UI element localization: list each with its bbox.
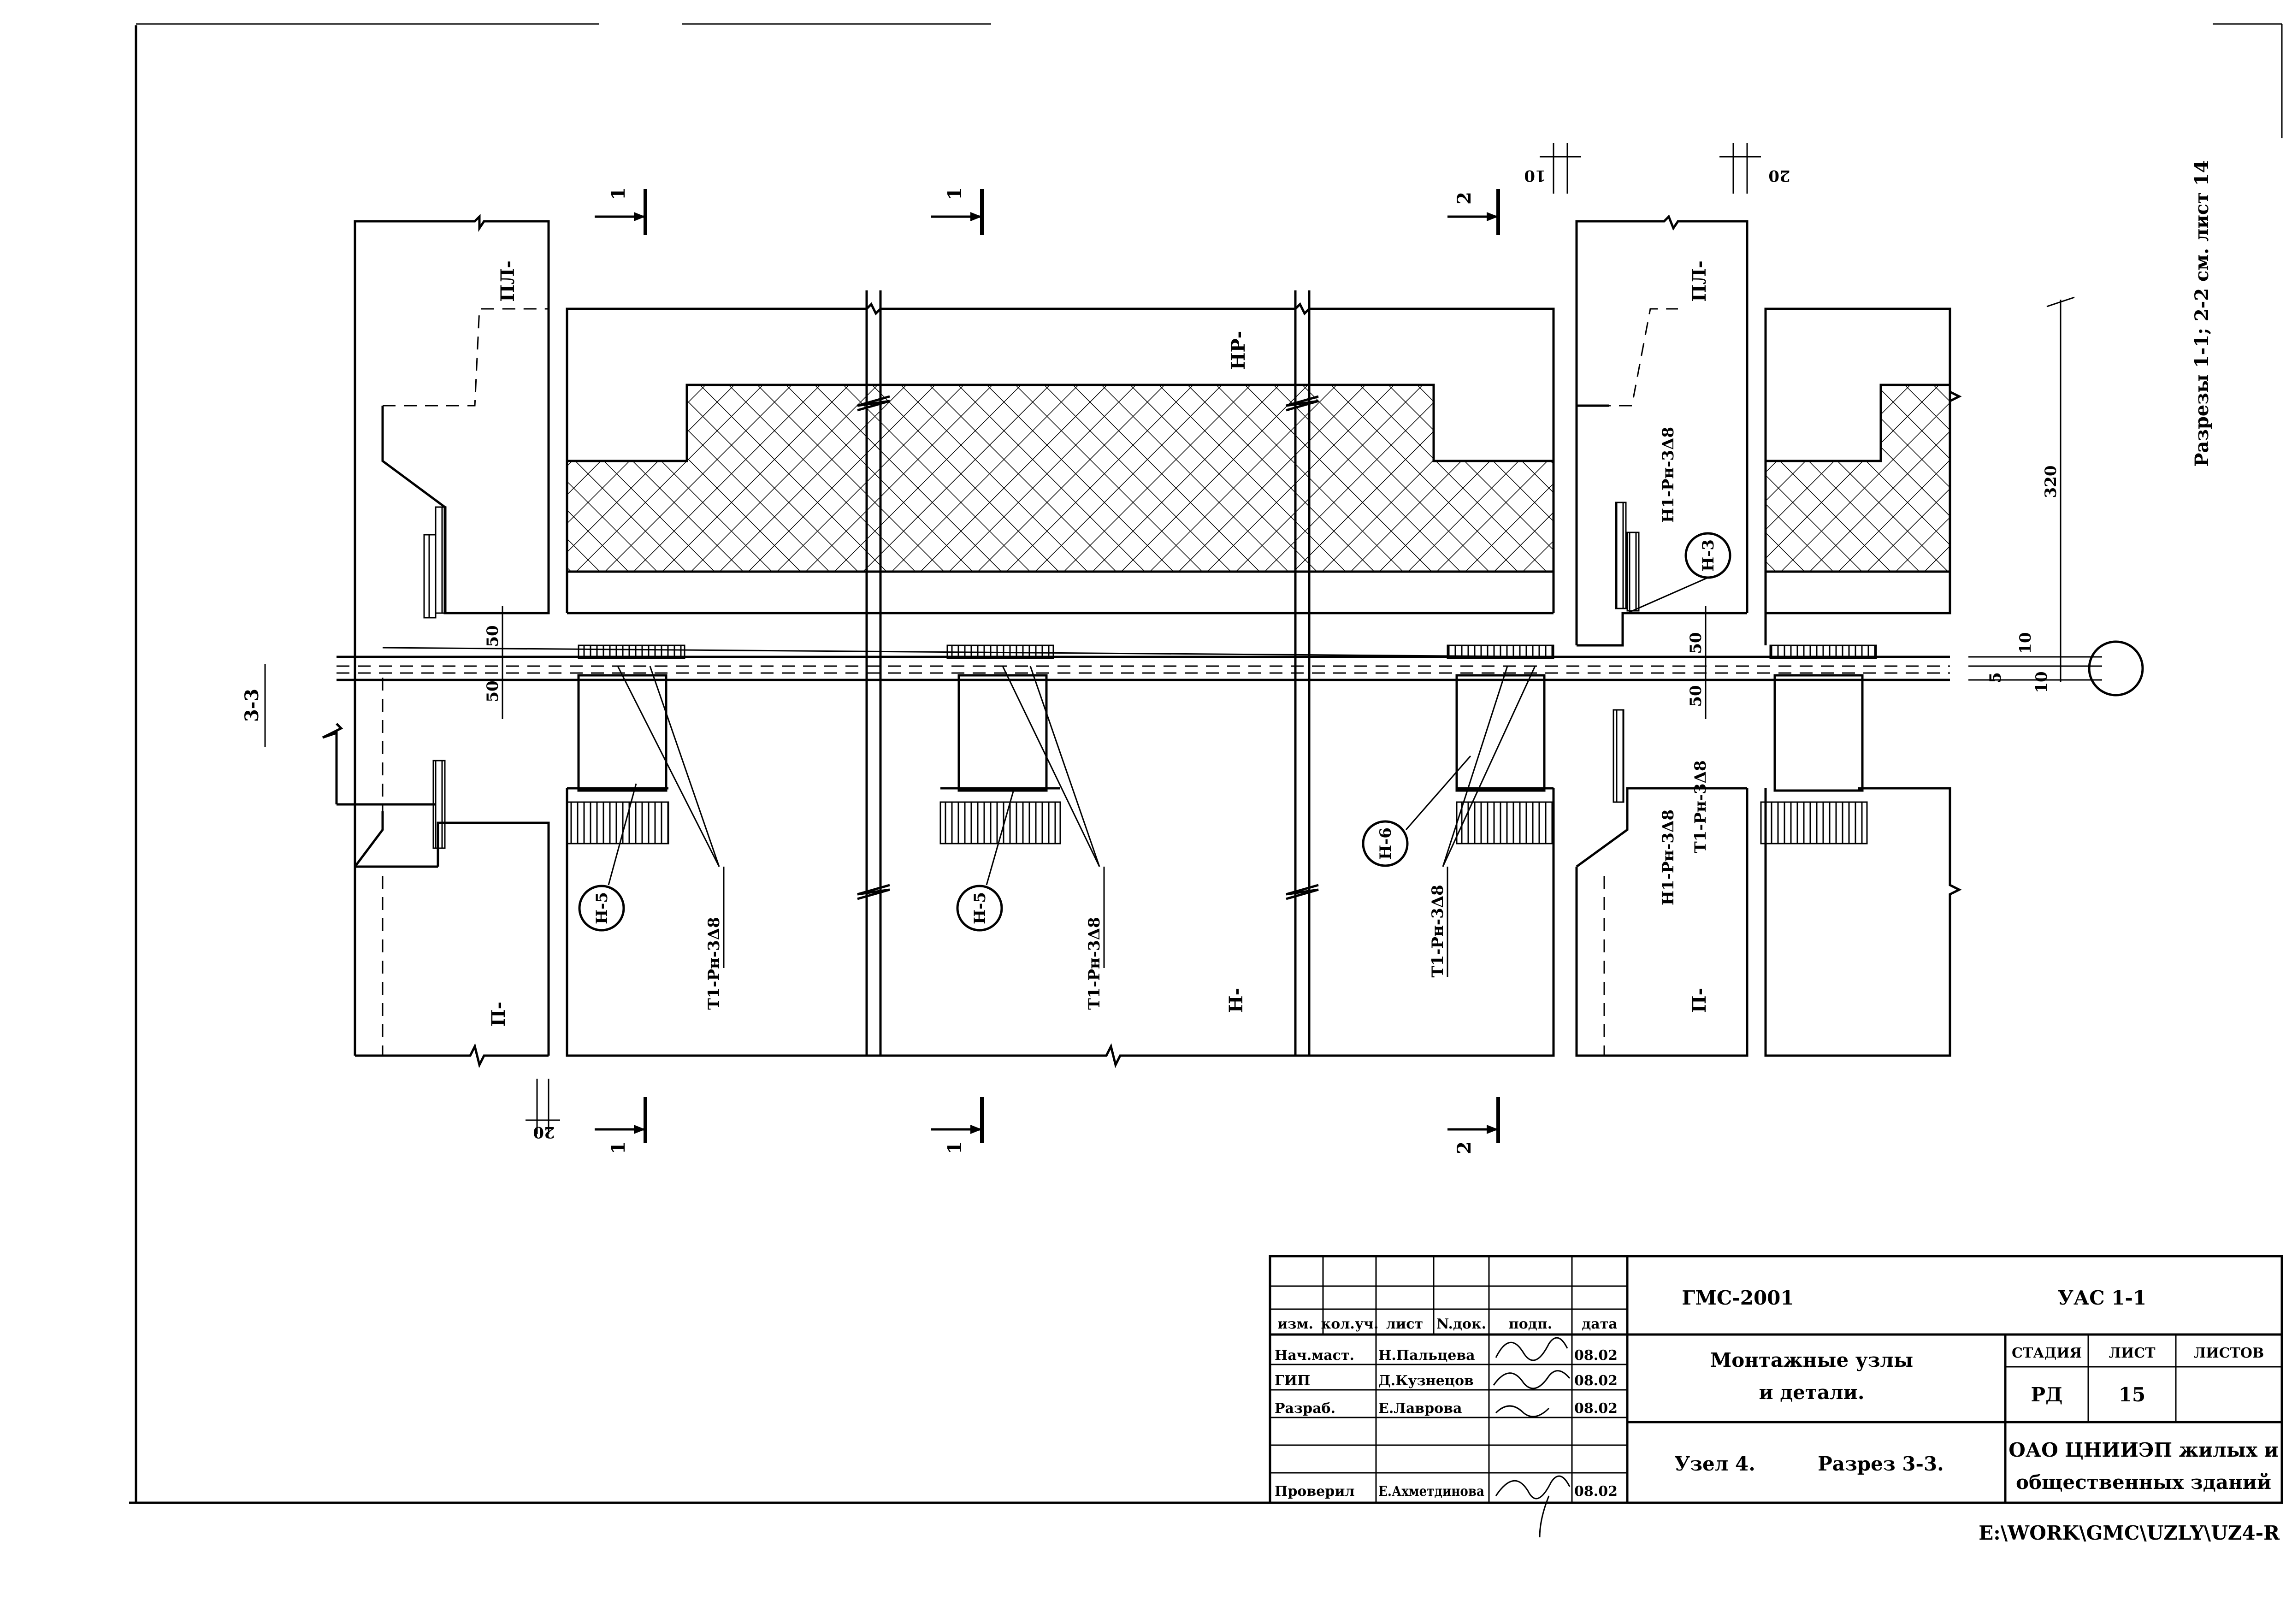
name-row-4: Е.Ахметдинова: [1378, 1483, 1484, 1500]
weld-labels: Т1-Рн-3Δ8 Т1-Рн-3Δ8 Т1-Рн-3Δ8 Т1-Рн-3Δ8 …: [705, 427, 1710, 1010]
signature-marks: [1493, 1337, 1571, 1538]
cut-mark-1-bottom-b: 1: [944, 1141, 966, 1154]
label-pl-right: ПЛ-: [1689, 260, 1710, 302]
dim-20-top: 20: [1768, 166, 1790, 185]
project-code: ГМС-2001: [1682, 1287, 1794, 1309]
cut-marks: 1 1 2 1 1 2: [595, 187, 1500, 1154]
dim-50-d: 50: [1687, 685, 1705, 707]
side-note: Разрезы 1-1; 2-2 см. лист 14: [2191, 160, 2213, 467]
org-line-1: ОАО ЦНИИЭП жилых и: [2008, 1439, 2278, 1461]
sheet-frame: [129, 23, 2283, 1504]
header-kol-uch: кол.уч.: [1321, 1316, 1379, 1332]
weld-label-t1-a: Т1-Рн-3Δ8: [705, 917, 723, 1010]
header-izm: изм.: [1277, 1316, 1313, 1332]
name-row-3: Е.Лаврова: [1378, 1400, 1462, 1417]
callout-h5-a: Н-5: [593, 892, 611, 924]
column-lines: [857, 290, 1319, 1056]
role-row-3: Разраб.: [1275, 1400, 1335, 1417]
doc-code: УАС 1-1: [2058, 1287, 2146, 1309]
stage-header: СТАДИЯ: [2012, 1345, 2082, 1361]
weld-label-t1-b: Т1-Рн-3Δ8: [1085, 917, 1104, 1010]
title-line-1: Монтажные узлы: [1710, 1349, 1914, 1371]
file-path: E:\WORK\GMC\UZLY\UZ4-R: [1979, 1522, 2280, 1544]
header-list: лист: [1386, 1316, 1423, 1332]
label-hr: НР-: [1228, 331, 1249, 370]
cut-mark-1-top-a: 1: [608, 187, 629, 200]
panel-labels: ПЛ- ПЛ- НР- П- П- Н-: [488, 260, 1710, 1027]
weld-label-t1-c: Т1-Рн-3Δ8: [1429, 885, 1447, 977]
embedded-plates: [566, 644, 1877, 844]
stage-value: РД: [2031, 1383, 2063, 1406]
callout-h6: Н-6: [1376, 827, 1395, 860]
sheet-header: ЛИСТ: [2109, 1345, 2156, 1361]
callouts: Н-5 Н-5 Н-6 Н-3: [578, 532, 2144, 932]
role-row-4: Проверил: [1275, 1483, 1355, 1500]
label-n-mid: Н-: [1225, 988, 1247, 1013]
header-n-dok: N.док.: [1436, 1316, 1486, 1332]
dim-50-b: 50: [484, 680, 502, 702]
name-row-1: Н.Пальцева: [1378, 1347, 1475, 1364]
subtitle-node: Узел 4.: [1674, 1453, 1755, 1475]
header-podp: подп.: [1509, 1316, 1552, 1332]
dim-20-bottom: 20: [533, 1123, 555, 1141]
org-line-2: общественных зданий: [2016, 1471, 2271, 1494]
dimensions: 50 50 50 50 320 10 10 5 10 20 20: [484, 143, 2102, 1141]
dim-50-c: 50: [1687, 632, 1705, 654]
subtitle-section: Разрез 3-3.: [1818, 1453, 1944, 1475]
role-row-1: Нач.маст.: [1275, 1347, 1354, 1364]
date-row-4: 08.02: [1574, 1483, 1618, 1500]
cut-mark-2-bottom: 2: [1453, 1141, 1475, 1154]
date-row-2: 08.02: [1574, 1373, 1618, 1389]
dim-5: 5: [1986, 672, 2005, 683]
header-data: дата: [1582, 1316, 1617, 1332]
weld-label-t1-d: Т1-Рн-3Δ8: [1691, 760, 1710, 853]
right-wall-panel: [1575, 214, 1962, 1057]
section-mark: 3-3: [241, 689, 263, 722]
callout-h5-b: Н-5: [971, 892, 989, 924]
left-wall-panel: [322, 213, 550, 1069]
weld-label-h1-b: Н1-Рн-3Δ8: [1659, 809, 1678, 905]
dim-10-b: 10: [2032, 671, 2051, 693]
inner-slab: [566, 302, 1555, 1069]
dim-10-a: 10: [2016, 632, 2035, 654]
title-line-2: и детали.: [1759, 1381, 1864, 1404]
label-p-left: П-: [488, 1002, 509, 1027]
cut-mark-1-bottom-a: 1: [608, 1141, 629, 1154]
callout-h3: Н-3: [1699, 539, 1718, 572]
cut-mark-2-top: 2: [1453, 192, 1475, 205]
dim-320: 320: [2042, 466, 2060, 498]
date-row-1: 08.02: [1574, 1347, 1618, 1364]
title-block: изм. кол.уч. лист N.док. подп. дата Нач.…: [1269, 1255, 2283, 1538]
label-pl-left: ПЛ-: [497, 260, 519, 302]
date-row-3: 08.02: [1574, 1400, 1618, 1417]
cut-mark-1-top-b: 1: [944, 187, 966, 200]
insulation-hatch: [566, 384, 1555, 573]
dim-10-top: 10: [1524, 166, 1546, 185]
sheet-value: 15: [2119, 1383, 2145, 1406]
weld-label-h1-a: Н1-Рн-3Δ8: [1659, 427, 1678, 523]
sheets-header: ЛИСТОВ: [2194, 1345, 2264, 1361]
label-p-right: П-: [1689, 988, 1710, 1013]
name-row-2: Д.Кузнецов: [1378, 1373, 1474, 1389]
dim-50-a: 50: [484, 625, 502, 647]
role-row-2: ГИП: [1275, 1373, 1310, 1389]
